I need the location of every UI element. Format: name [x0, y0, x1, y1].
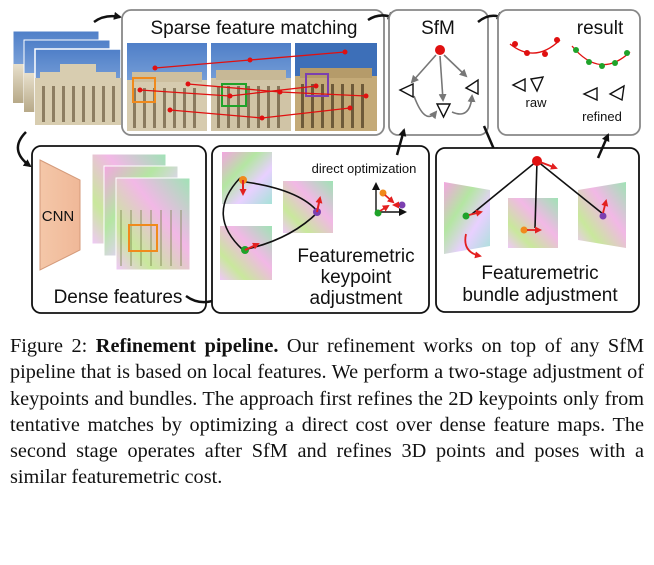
ba-point-shift	[539, 161, 558, 170]
caption-label: Figure 2:	[10, 335, 88, 357]
pipeline-figure: Sparse feature matching SfM	[12, 9, 641, 314]
arrow-fka-to-sfm	[395, 128, 407, 156]
matching-image-3	[295, 43, 377, 131]
match-points	[137, 49, 369, 121]
figure-caption: Figure 2: Refinement pipeline. Our refin…	[10, 333, 644, 491]
raw-points	[509, 37, 561, 57]
sfm-box	[388, 9, 489, 136]
raw-cameras	[511, 76, 545, 93]
fka-label-line-3: adjustment	[310, 288, 404, 309]
result-box	[497, 9, 641, 136]
matching-image-1	[127, 43, 207, 131]
match-lines	[139, 51, 367, 119]
fka-label-line-2: keypoint	[321, 267, 392, 288]
patch-keypoints	[239, 176, 323, 254]
fba-label-line-1: Featuremetric	[481, 263, 598, 284]
cnn-label: CNN	[42, 208, 75, 225]
raw-label: raw	[526, 95, 548, 110]
refined-label: refined	[582, 109, 622, 124]
dense-features-label: Dense features	[54, 287, 183, 308]
track-curve	[222, 177, 320, 251]
input-images-stack	[12, 30, 122, 126]
refined-points	[571, 45, 631, 69]
result-title: result	[577, 18, 624, 39]
optimization-axes	[372, 182, 407, 217]
cnn-block	[39, 159, 81, 271]
caption-title: Refinement pipeline.	[95, 335, 279, 357]
caption-body: Our refinement works on top of any SfM p…	[10, 335, 645, 489]
arrow-photos-to-matching	[93, 11, 122, 24]
arrow-fba-to-result	[596, 133, 610, 159]
sfm-graph	[398, 45, 479, 120]
fka-label-line-1: Featuremetric	[297, 246, 414, 267]
keypoint-patches	[220, 152, 333, 280]
refined-cameras	[582, 84, 625, 102]
matching-title: Sparse feature matching	[150, 18, 357, 39]
arrow-photos-to-cnn	[16, 131, 32, 168]
ba-3d-point	[532, 156, 542, 166]
ba-keypoints	[462, 199, 609, 259]
direct-optimization-label: direct optimization	[312, 161, 417, 176]
fba-label-line-2: bundle adjustment	[462, 285, 618, 306]
ba-rays	[471, 160, 604, 229]
dense-feature-maps	[91, 153, 191, 271]
sfm-title: SfM	[421, 18, 455, 39]
